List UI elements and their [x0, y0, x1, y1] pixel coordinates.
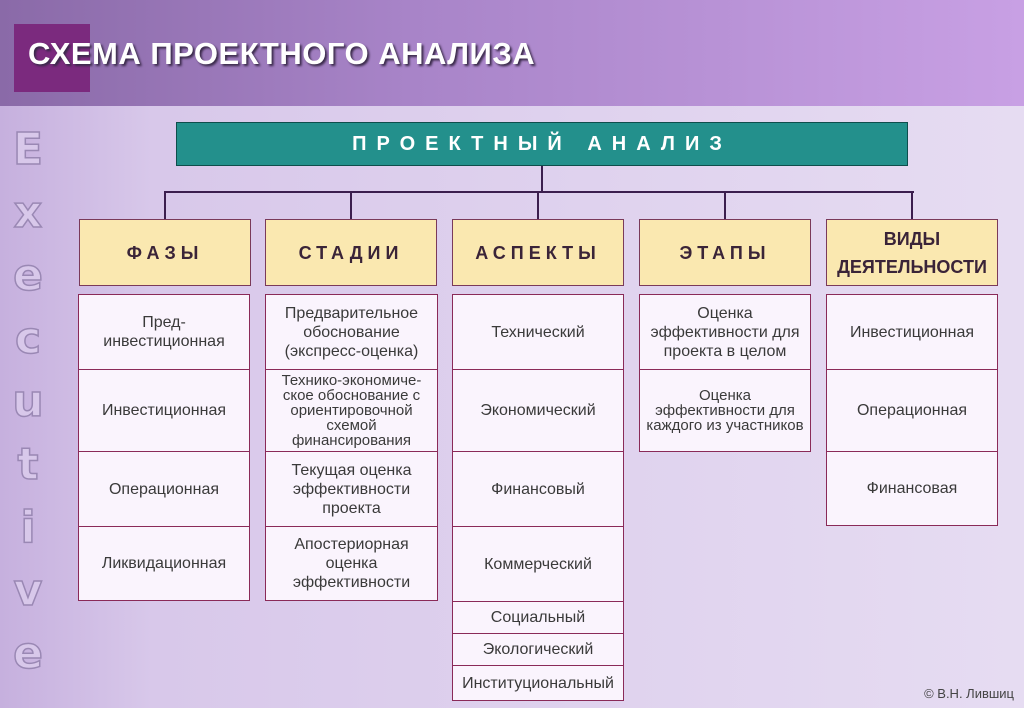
aspect-item: Социальный	[452, 601, 624, 634]
step-item: Оценка эффективности для каждого из учас…	[639, 369, 811, 452]
stage-item: Предварительное обоснование (экспресс-оц…	[265, 294, 438, 370]
connector-col-5	[911, 191, 913, 219]
category-activities: ВИДЫ ДЕЯТЕЛЬНОСТИ	[826, 219, 998, 286]
connector-col-1	[164, 191, 166, 219]
side-letter: e	[12, 249, 43, 302]
aspect-item: Институциональный	[452, 665, 624, 701]
header-accent-square	[14, 24, 90, 92]
connector-col-4	[724, 191, 726, 219]
copyright-text: © В.Н. Лившиц	[924, 686, 1014, 701]
side-letter: e	[12, 627, 43, 680]
stage-item: Технико-экономиче-ское обоснование с ори…	[265, 369, 438, 452]
aspect-item: Финансовый	[452, 451, 624, 527]
connector-root-down	[541, 166, 543, 192]
phase-item: Операционная	[78, 451, 250, 527]
connector-horizontal	[164, 191, 914, 193]
category-phases: ФАЗЫ	[79, 219, 251, 286]
connector-col-2	[350, 191, 352, 219]
stage-item: Текущая оценка эффективности проекта	[265, 451, 438, 527]
activity-item: Операционная	[826, 369, 998, 452]
category-aspects: АСПЕКТЫ	[452, 219, 624, 286]
stage-item: Апостериорная оценка эффективности	[265, 526, 438, 601]
side-letter: i	[20, 501, 37, 554]
phase-item: Пред- инвестиционная	[78, 294, 250, 370]
connector-col-3	[537, 191, 539, 219]
page-title: СХЕМА ПРОЕКТНОГО АНАЛИЗА	[28, 36, 536, 71]
side-letter: E	[12, 123, 44, 176]
aspect-item: Коммерческий	[452, 526, 624, 602]
side-watermark-word: E x e c u t i v e	[4, 118, 52, 685]
activity-item: Инвестиционная	[826, 294, 998, 370]
side-letter: c	[14, 312, 42, 365]
aspect-item: Экологический	[452, 633, 624, 666]
activity-item: Финансовая	[826, 451, 998, 526]
aspect-item: Экономический	[452, 369, 624, 452]
phase-item: Ликвидационная	[78, 526, 250, 601]
side-letter: u	[12, 375, 45, 428]
side-letter: v	[13, 564, 43, 617]
header-bar: СХЕМА ПРОЕКТНОГО АНАЛИЗА	[0, 0, 1024, 106]
side-letter: x	[13, 186, 43, 239]
step-item: Оценка эффективности для проекта в целом	[639, 294, 811, 370]
category-stages: СТАДИИ	[265, 219, 437, 286]
side-letter: t	[17, 438, 40, 491]
phase-item: Инвестиционная	[78, 369, 250, 452]
root-node: ПРОЕКТНЫЙ АНАЛИЗ	[176, 122, 908, 166]
category-steps: ЭТАПЫ	[639, 219, 811, 286]
aspect-item: Технический	[452, 294, 624, 370]
